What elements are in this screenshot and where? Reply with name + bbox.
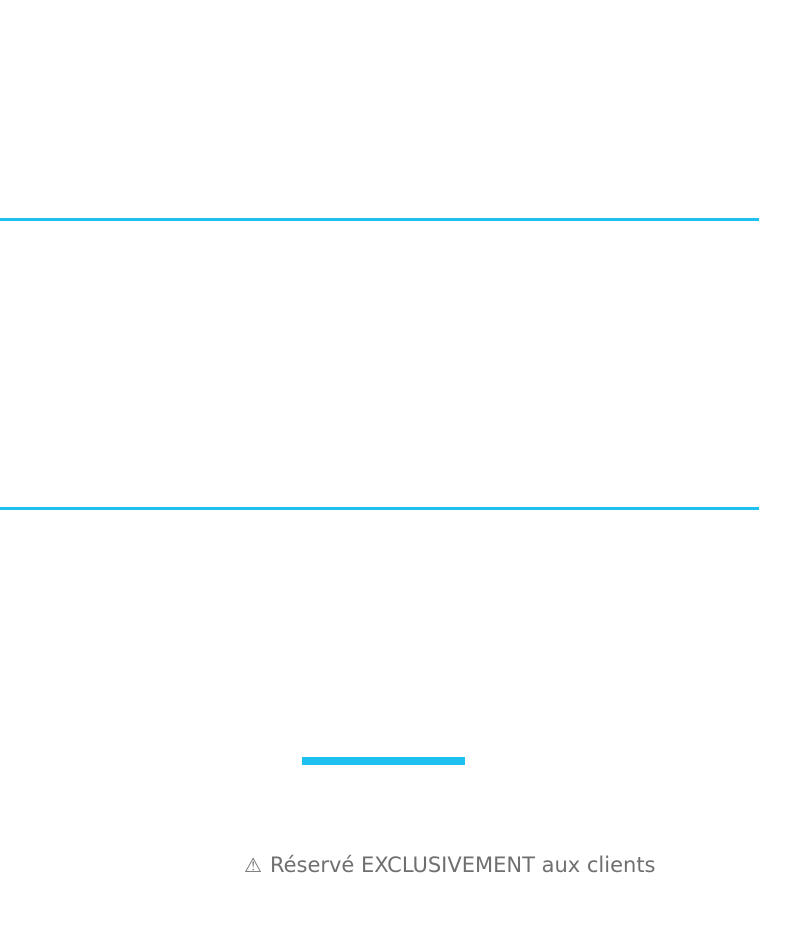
top-divider [0, 218, 759, 221]
warning-icon: ⚠ [244, 853, 262, 877]
client-only-notice: ⚠ Réservé EXCLUSIVEMENT aux clients [244, 850, 656, 880]
accent-bar [302, 757, 465, 765]
notice-text: Réservé EXCLUSIVEMENT aux clients [269, 853, 656, 877]
bottom-divider [0, 507, 759, 510]
